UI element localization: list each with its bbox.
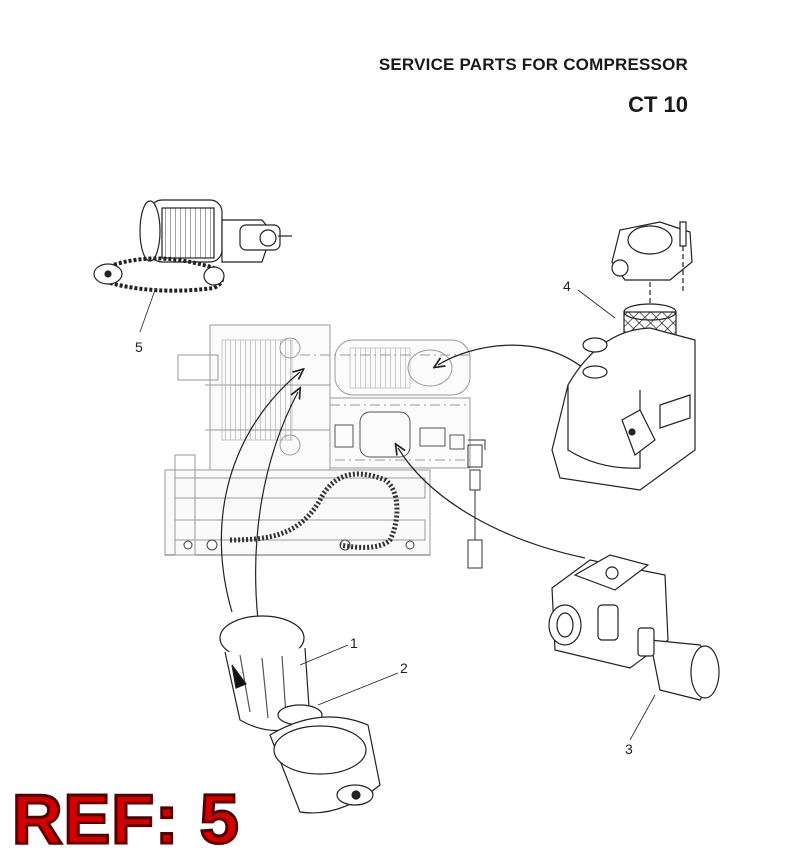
part-5-motor-belt-drive — [93, 199, 292, 333]
callout-1: 1 — [350, 635, 358, 651]
callout-4: 4 — [563, 278, 571, 294]
part-4-filter-housing — [551, 221, 696, 491]
model-number: CT 10 — [628, 92, 688, 117]
reference-stamp: REF: 5 — [11, 780, 241, 858]
assembly-arrows — [220, 344, 589, 621]
callout-3: 3 — [625, 741, 633, 757]
callout-2: 2 — [400, 660, 408, 676]
part-1-2-inlet-filter — [219, 615, 399, 814]
callout-5: 5 — [135, 339, 143, 355]
compressor-assembly — [164, 324, 486, 569]
part-3-valve-block — [548, 554, 720, 741]
diagram-title: SERVICE PARTS FOR COMPRESSOR — [378, 55, 688, 74]
